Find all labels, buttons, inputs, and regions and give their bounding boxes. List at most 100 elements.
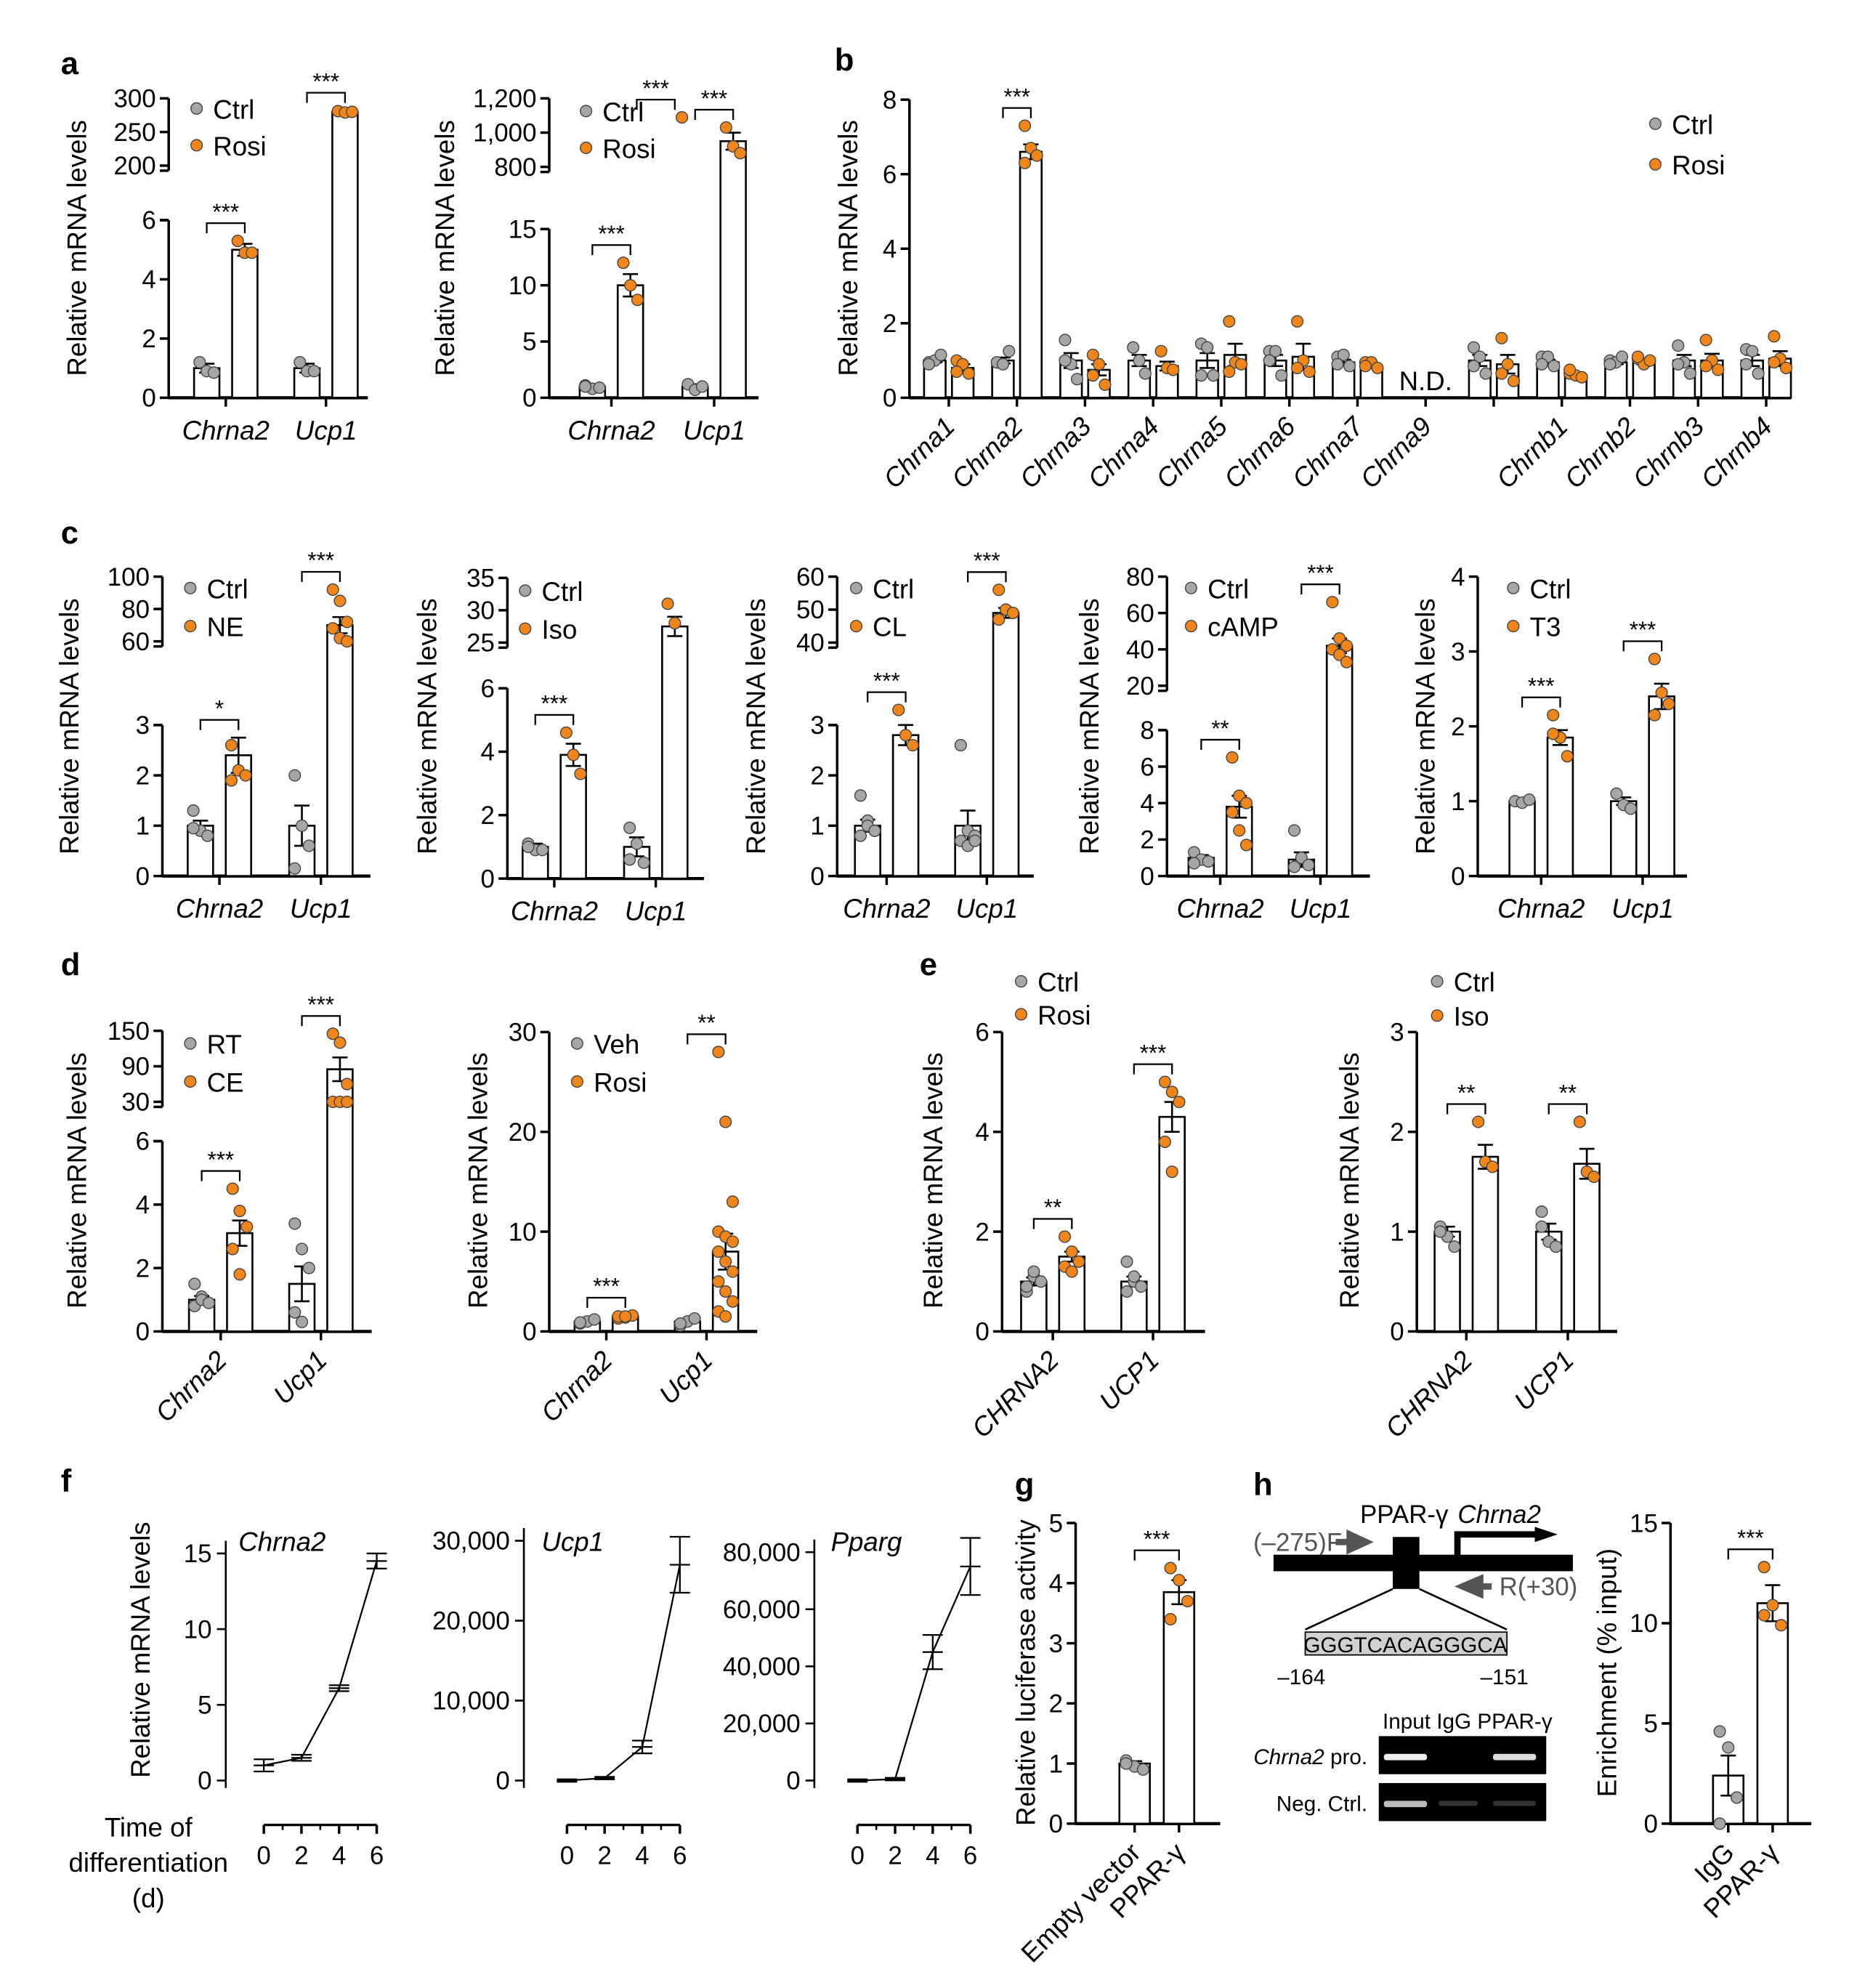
data-point xyxy=(1757,1609,1771,1622)
y-tick-label: 300 xyxy=(113,85,155,113)
y-tick-label: 10,000 xyxy=(432,1687,510,1716)
y-axis-label: Enrichment (% input) xyxy=(1592,1548,1622,1797)
bar xyxy=(1508,800,1536,877)
data-point xyxy=(1136,1763,1149,1776)
data-point xyxy=(1202,854,1215,868)
y-tick-label: 4 xyxy=(142,266,155,294)
data-point xyxy=(637,856,650,869)
data-point xyxy=(906,739,919,752)
y-tick-label: 0 xyxy=(883,384,897,413)
y-tick-label: 6 xyxy=(1140,753,1154,781)
data-point xyxy=(1120,1285,1133,1298)
category-label: Chrna2 xyxy=(182,416,270,445)
bar-group: Ucp1*** xyxy=(954,548,1020,924)
data-point xyxy=(1713,1817,1726,1830)
significance-bracket xyxy=(1548,1103,1588,1115)
legend-label: Ctrl xyxy=(1454,968,1495,998)
y-tick-label: 15 xyxy=(509,215,537,243)
y-tick-label: 30 xyxy=(121,1088,150,1117)
y-tick-label: 3 xyxy=(1451,638,1465,666)
data-point xyxy=(1099,378,1112,392)
category-label: Ucp1 xyxy=(290,894,352,924)
y-tick-label: 2 xyxy=(975,1218,989,1246)
y-tick-label: 100 xyxy=(108,563,150,591)
y-tick-label: 35 xyxy=(466,565,495,593)
data-point xyxy=(202,1296,215,1309)
significance-label: *** xyxy=(1737,1525,1764,1551)
significance-label: ** xyxy=(1211,716,1229,741)
y-tick-label: 80,000 xyxy=(723,1538,801,1567)
ppar-label: PPAR-γ xyxy=(1360,1500,1449,1529)
y-tick-label: 15 xyxy=(184,1540,212,1568)
motif-box xyxy=(1304,1631,1508,1656)
y-tick-label: 4 xyxy=(136,1191,150,1219)
data-point xyxy=(1239,839,1253,852)
y-axis-label: Relative mRNA levels xyxy=(413,598,442,854)
y-tick-label: 0 xyxy=(495,1767,509,1795)
bar xyxy=(1158,1115,1186,1333)
significance-bracket xyxy=(1032,1218,1073,1229)
data-point xyxy=(719,1115,732,1128)
data-point xyxy=(1766,1599,1779,1612)
gel-row1-gene: Chrna2 xyxy=(1253,1745,1324,1769)
significance-label: *** xyxy=(1528,673,1555,698)
y-tick-label: 40 xyxy=(1126,636,1154,664)
data-point xyxy=(1223,315,1236,328)
significance-label: * xyxy=(215,696,224,722)
legend-marker-ctrl xyxy=(1648,117,1662,130)
bar xyxy=(231,248,259,399)
legend-marker-ctrl xyxy=(1014,974,1028,988)
data-point xyxy=(734,147,747,160)
legend-marker-ce xyxy=(184,1075,197,1088)
data-point xyxy=(535,844,549,857)
data-point xyxy=(623,853,636,866)
series-line xyxy=(857,1566,971,1782)
significance-label: *** xyxy=(307,992,334,1017)
panel-letter-a: a xyxy=(61,46,79,81)
data-point xyxy=(1631,350,1644,363)
motif-end: –151 xyxy=(1481,1665,1529,1689)
data-point xyxy=(302,1261,315,1274)
significance-bracket xyxy=(1133,1549,1180,1561)
x-tick-label: 0 xyxy=(851,1842,865,1870)
data-point xyxy=(1302,859,1315,872)
y-tick-label: 6 xyxy=(883,161,897,189)
data-point xyxy=(226,1242,239,1256)
data-point xyxy=(673,1317,687,1330)
data-point xyxy=(1059,354,1072,367)
data-point xyxy=(1128,1270,1141,1283)
significance-bracket xyxy=(206,222,246,234)
data-point xyxy=(1467,360,1481,373)
y-tick-label: 2 xyxy=(480,801,494,830)
y-tick-label: 40,000 xyxy=(723,1653,801,1681)
y-tick-label: 1 xyxy=(1390,1218,1404,1246)
data-point xyxy=(1561,750,1574,763)
bar xyxy=(326,1068,354,1333)
y-tick-label: 0 xyxy=(1049,1810,1063,1838)
data-point xyxy=(1337,348,1350,362)
bar-group: Chrna2*** xyxy=(567,221,655,445)
data-point xyxy=(854,789,867,802)
data-point xyxy=(661,597,674,610)
data-point xyxy=(1722,1741,1735,1754)
x-tick-label: 4 xyxy=(332,1842,346,1870)
data-point xyxy=(899,729,913,742)
data-point xyxy=(187,822,200,835)
category-label: Chrna2 xyxy=(176,894,263,924)
zoom-lines xyxy=(1304,1588,1508,1631)
x-tick-label: 0 xyxy=(560,1842,574,1870)
data-point xyxy=(1507,374,1521,387)
data-point xyxy=(676,111,689,124)
legend-label: Ctrl xyxy=(213,94,254,124)
data-point xyxy=(1165,1165,1178,1179)
legend-label: Iso xyxy=(542,615,578,645)
data-point xyxy=(1371,361,1384,374)
y-tick-label: 0 xyxy=(975,1318,989,1346)
y-tick-label: 0 xyxy=(810,862,824,891)
category-label: Ucp1 xyxy=(295,416,357,445)
